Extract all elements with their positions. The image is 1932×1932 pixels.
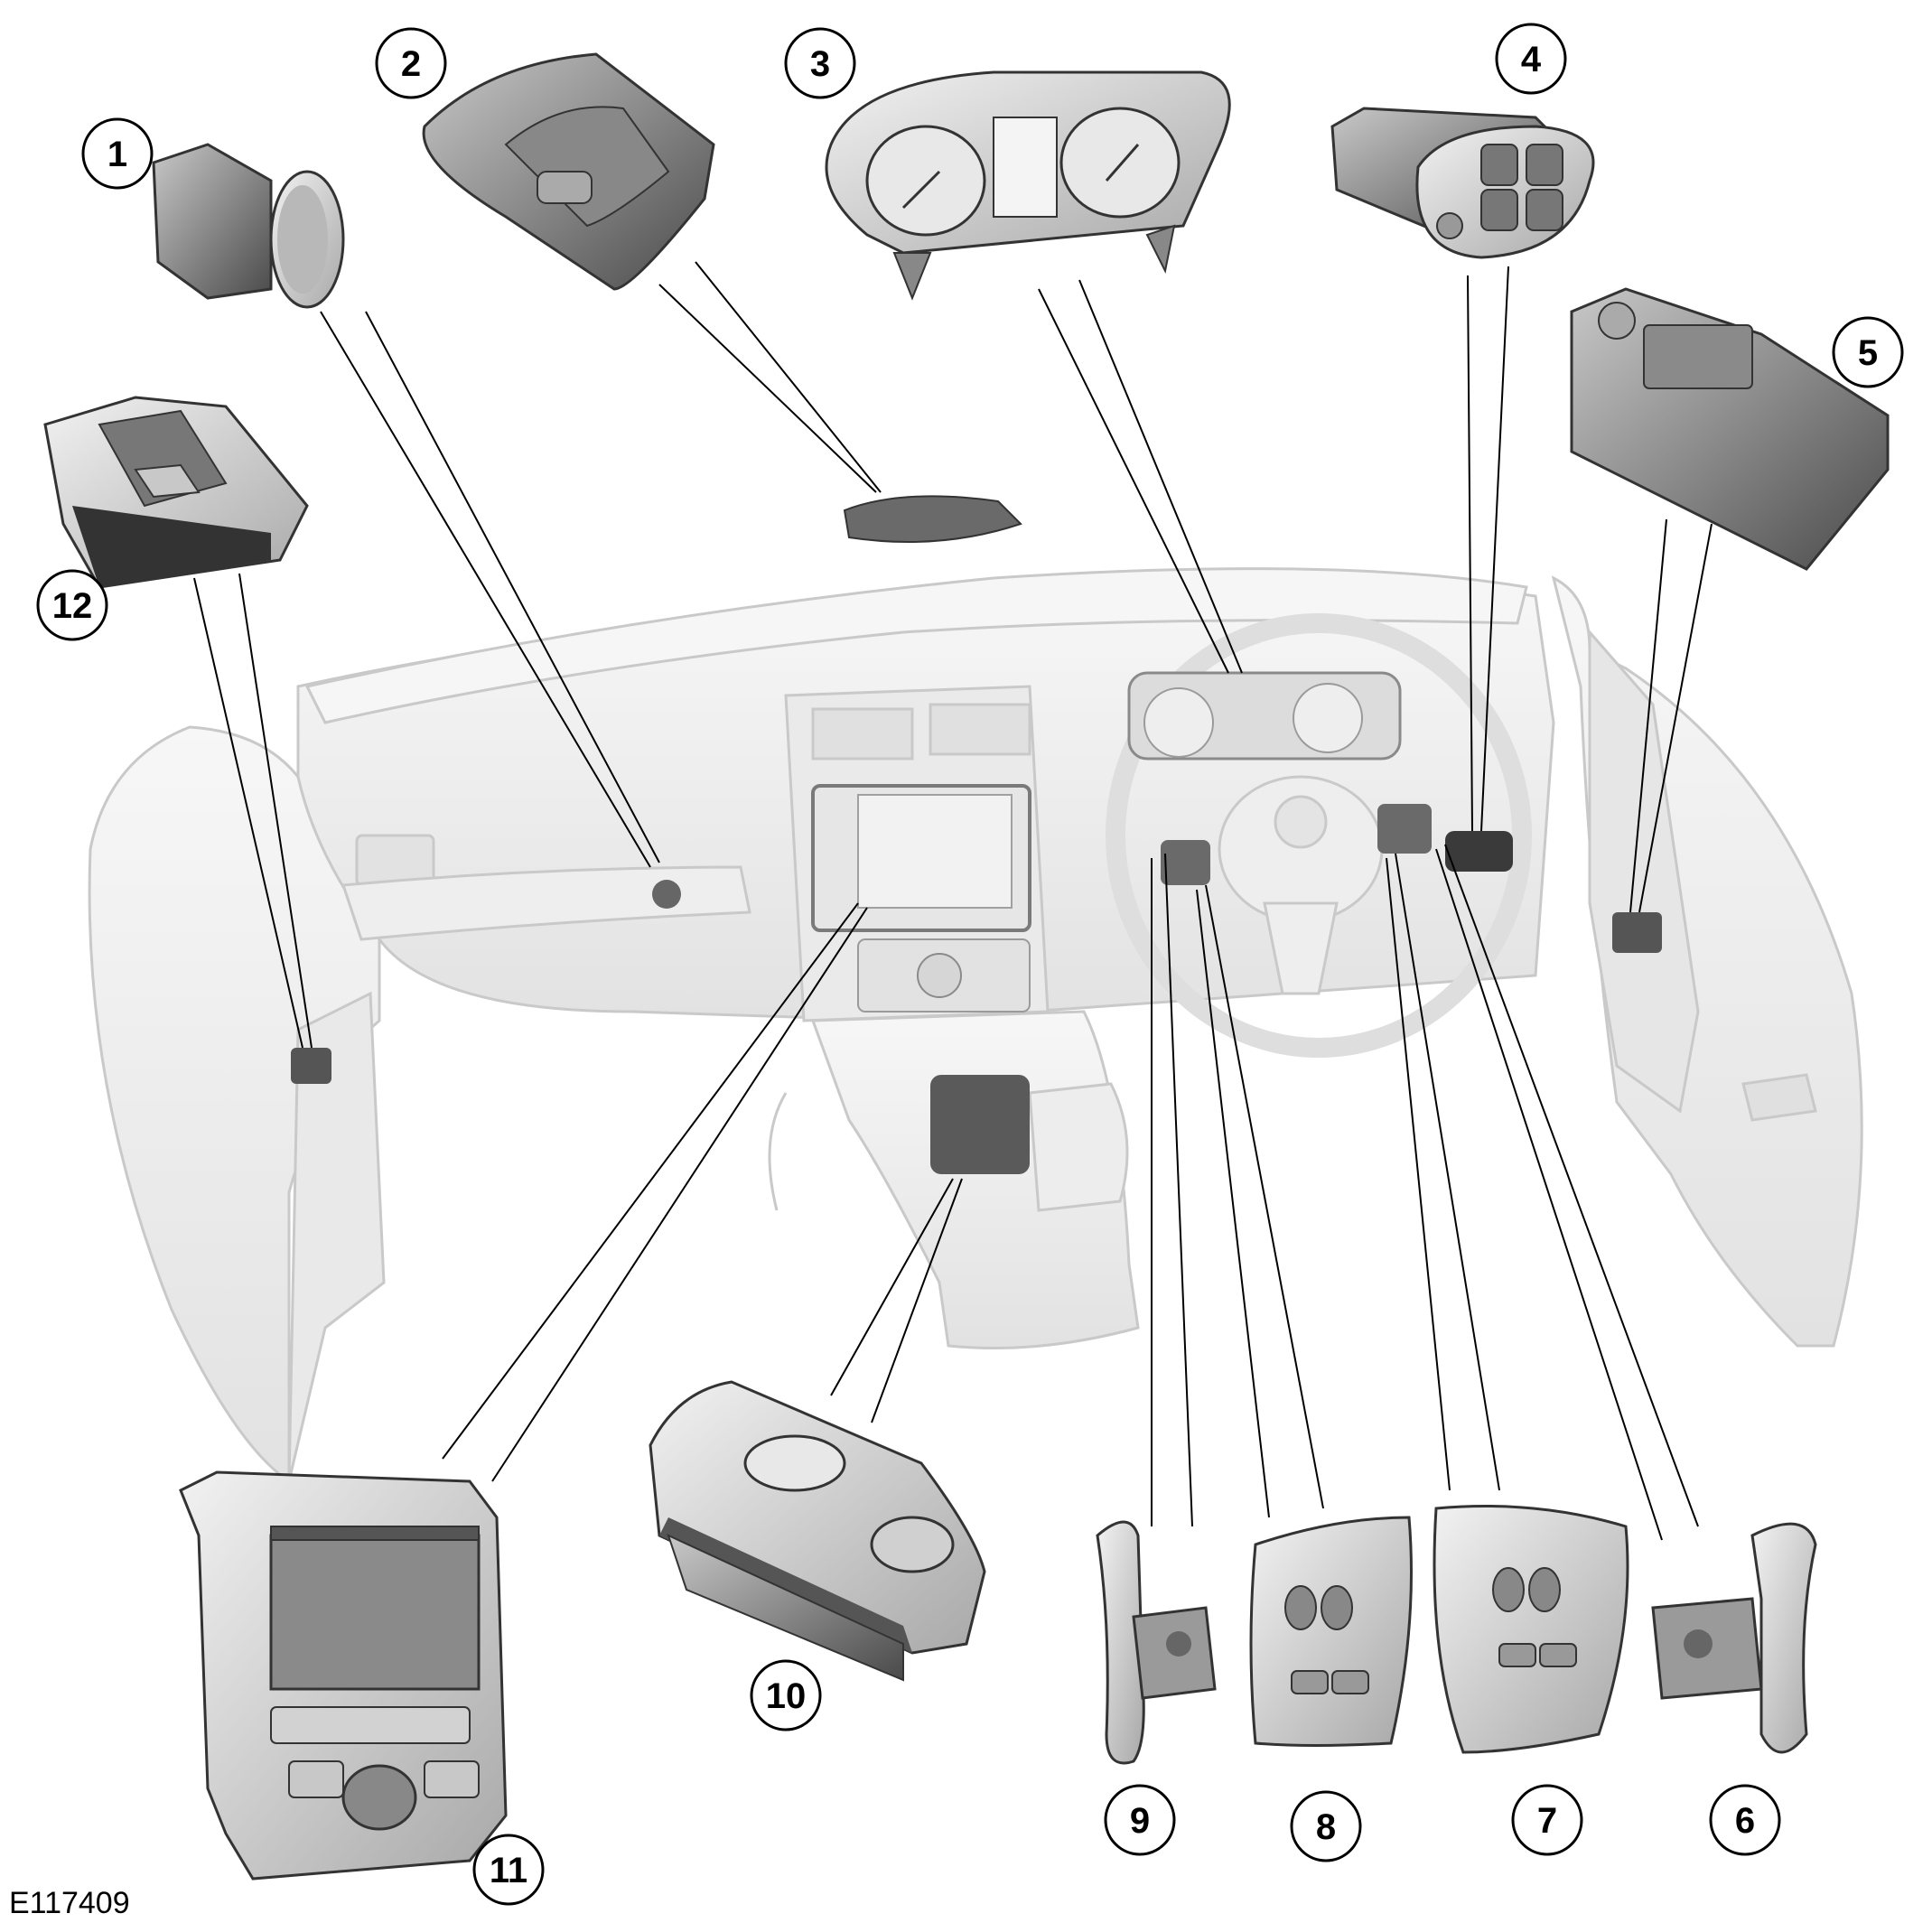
steering-lower-spoke [1263, 901, 1339, 995]
installed-components [291, 671, 1662, 1174]
dash-top [304, 567, 1528, 724]
leader-6a [1435, 848, 1663, 1541]
part-7-right-steering-switch [1433, 1505, 1629, 1754]
leader-6b [1444, 844, 1699, 1527]
leader-7b [1395, 853, 1500, 1491]
icp-screen [269, 1534, 481, 1691]
part-10-gear-selector [649, 1380, 986, 1682]
svg-text:1: 1 [107, 135, 127, 174]
part-4-lighting-switch [1330, 107, 1595, 259]
callout-12: 12 [36, 569, 108, 641]
glovebox-outline [341, 865, 751, 941]
part-3-instrument-cluster [825, 70, 1231, 301]
svg-text:10: 10 [766, 1676, 807, 1716]
callout-4: 4 [1495, 23, 1567, 95]
cluster-gauge-left [865, 125, 986, 237]
svg-text:12: 12 [52, 586, 93, 626]
dashboard-ghost [88, 567, 1863, 1484]
installed-left-switch-1 [1161, 840, 1210, 885]
part-2-overhead-console [422, 52, 715, 291]
svg-text:11: 11 [490, 1851, 527, 1890]
installed-window-switch [1612, 912, 1662, 953]
callout-6: 6 [1709, 1784, 1781, 1856]
leader-1a [320, 311, 651, 868]
installed-audio-knob [917, 953, 962, 998]
leader-4b [1480, 266, 1509, 832]
part-6-right-paddle [1651, 1522, 1817, 1754]
steering-badge [1274, 795, 1328, 849]
part-9-left-paddle [1096, 1520, 1217, 1765]
svg-text:9: 9 [1130, 1801, 1150, 1841]
leader-2a [658, 284, 877, 493]
center-vent-right [929, 703, 1031, 756]
leader-8b [1205, 884, 1324, 1509]
armrest-ghost [1028, 1082, 1129, 1212]
part-1-glovebox-switch [152, 143, 345, 309]
part-12-passenger-window-switch [43, 396, 309, 589]
callout-8: 8 [1290, 1790, 1362, 1862]
installed-glovebox-switch [652, 880, 681, 909]
svg-text:6: 6 [1735, 1801, 1755, 1841]
figure-id: E117409 [9, 1886, 130, 1920]
callout-9: 9 [1104, 1784, 1176, 1856]
installed-gauge-left [1143, 687, 1214, 758]
installed-left-window-switch [291, 1048, 331, 1084]
installed-gear-selector [930, 1075, 1030, 1174]
leader-12b [238, 573, 313, 1049]
leader-12a [193, 577, 303, 1049]
leader-11b [491, 907, 868, 1482]
leader-lines [193, 261, 1713, 1541]
leader-5b [1638, 523, 1713, 913]
svg-text:8: 8 [1316, 1807, 1336, 1847]
leader-10b [871, 1178, 963, 1423]
leader-11a [442, 902, 859, 1460]
installed-screen-glass [857, 794, 1013, 909]
leader-1b [365, 311, 660, 863]
installed-right-switch-1 [1377, 804, 1432, 854]
leader-2b [695, 261, 882, 493]
callout-5: 5 [1832, 316, 1904, 388]
part-8-left-steering-switch [1249, 1516, 1413, 1747]
svg-text:5: 5 [1858, 333, 1878, 373]
svg-text:3: 3 [810, 44, 830, 84]
svg-text:7: 7 [1537, 1801, 1557, 1841]
leader-3a [1038, 288, 1229, 674]
leader-7a [1386, 857, 1451, 1491]
leader-9b [1164, 853, 1193, 1527]
part-11-integrated-control-panel [179, 1470, 508, 1881]
right-door-handle [1741, 1073, 1817, 1122]
right-door-inner [1588, 629, 1700, 1114]
cluster-center-display [993, 117, 1058, 218]
leader-10a [830, 1178, 954, 1396]
icp-knob [341, 1764, 417, 1831]
leader-8a [1196, 889, 1270, 1518]
callout-7: 7 [1511, 1784, 1583, 1856]
console-curl [768, 1092, 788, 1211]
svg-text:4: 4 [1521, 40, 1542, 79]
steering-wheel-rim [1106, 613, 1532, 1058]
part-2-installed-small [843, 495, 1022, 543]
installed-gauge-right [1293, 683, 1363, 753]
center-vent-left [811, 707, 914, 761]
callout-1: 1 [81, 117, 154, 190]
installed-lamp-switch [1445, 831, 1513, 872]
callout-2: 2 [375, 27, 447, 99]
leader-3b [1078, 279, 1243, 674]
cluster-gauge-right [1059, 107, 1181, 219]
leader-5a [1629, 518, 1667, 913]
left-door-inner [287, 991, 386, 1482]
svg-text:2: 2 [401, 44, 421, 84]
callouts: 1 2 3 4 5 6 7 8 [36, 23, 1904, 1906]
leader-4a [1467, 275, 1473, 832]
callout-10: 10 [750, 1659, 822, 1731]
part-5-window-switch-pack [1570, 287, 1890, 571]
callout-11: 11 [472, 1834, 545, 1906]
callout-3: 3 [784, 27, 856, 99]
